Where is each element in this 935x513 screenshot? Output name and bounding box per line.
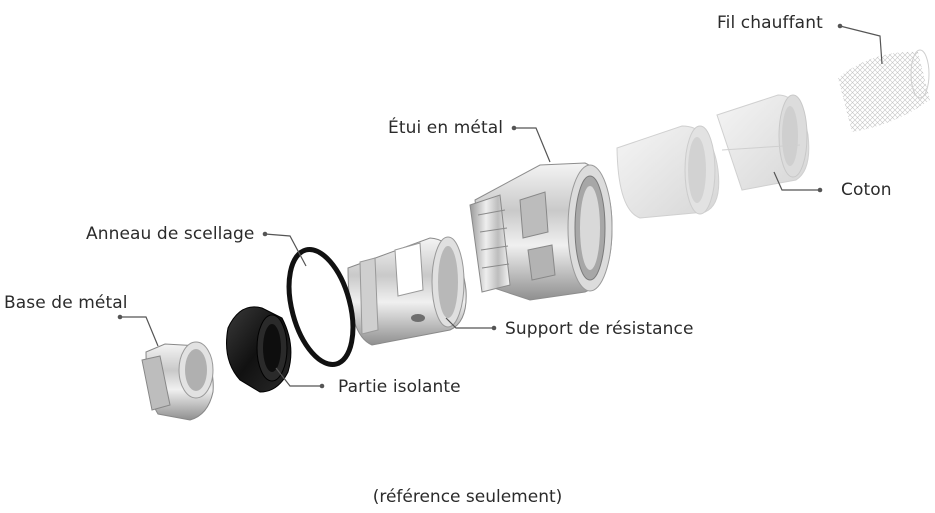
coil-holder-part	[347, 236, 467, 346]
metal-base-part	[141, 341, 214, 421]
heating-wire-part	[838, 49, 930, 132]
insulating-part-label: Partie isolante	[338, 377, 461, 397]
leader-lines	[120, 25, 883, 387]
cotton-part	[616, 94, 810, 219]
cotton-label: Coton	[841, 180, 892, 200]
metal-case-label: Étui en métal	[388, 118, 504, 138]
metal-base-label: Base de métal	[4, 293, 128, 313]
heating-wire-label: Fil chauffant	[717, 13, 823, 33]
reference-note: (référence seulement)	[372, 487, 563, 507]
metal-case-part	[469, 162, 613, 301]
coil-holder-label: Support de résistance	[505, 319, 694, 339]
insulating-part-part	[226, 306, 292, 393]
leader-dots	[117, 23, 843, 389]
sealing-ring-part	[286, 247, 356, 367]
sealing-ring-label: Anneau de scellage	[86, 224, 255, 244]
